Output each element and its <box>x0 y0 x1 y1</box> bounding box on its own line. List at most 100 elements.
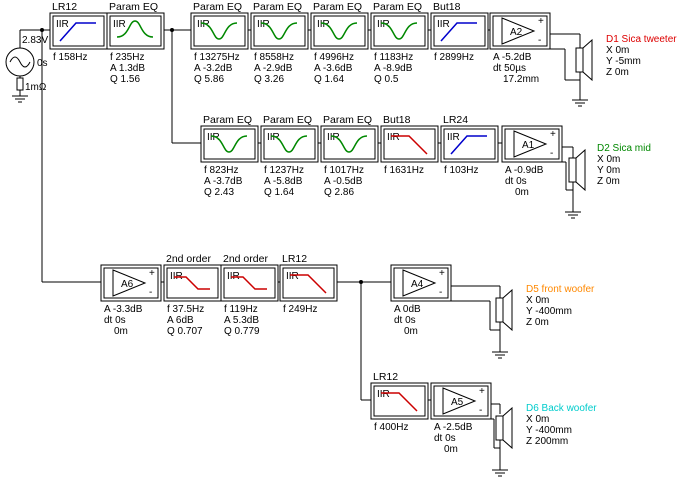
amp-param: 17.2mm <box>503 74 539 85</box>
filter-param: f 400Hz <box>374 422 408 433</box>
filter-param: f 249Hz <box>283 304 317 315</box>
voltage-source[interactable] <box>5 29 42 103</box>
driver-name: D5 front woofer <box>526 284 595 295</box>
filter-title: 2nd order <box>166 253 211 265</box>
filter-type: IIR <box>257 19 270 30</box>
driver-coord: X 0m <box>526 295 549 306</box>
filter-param: f 2899Hz <box>434 52 474 63</box>
filter-type: IIR <box>377 389 390 400</box>
filter-param: A -2.9dB <box>254 63 293 74</box>
filter-param: Q 5.86 <box>194 74 224 85</box>
amp-name: A2 <box>510 27 523 38</box>
filter-title: Param EQ <box>253 1 302 13</box>
filter-param: Q 1.64 <box>314 74 344 85</box>
filter-title: But18 <box>383 114 411 126</box>
response-curve-icon <box>210 135 248 153</box>
filter-type: IIR <box>447 132 460 143</box>
amp-minus: - <box>439 287 442 298</box>
filter-type: IIR <box>197 19 210 30</box>
filter-param: A -0.5dB <box>324 176 363 187</box>
driver-coord: X 0m <box>597 154 620 165</box>
response-curve-icon <box>381 392 418 412</box>
filter-param: A -3.2dB <box>194 63 233 74</box>
driver-name: D1 Sica tweeter <box>606 34 677 45</box>
response-curve-icon <box>440 22 477 42</box>
amp-param: A -5.2dB <box>493 52 532 63</box>
response-curve-icon <box>116 20 154 38</box>
amp-plus: + <box>439 268 445 279</box>
response-curve-icon <box>260 22 298 40</box>
driver-front-woofer-label: D5 front woofer X 0m Y -400mm Z 0m <box>526 284 595 328</box>
filter-param: Q 2.86 <box>324 187 354 198</box>
filter-title: But18 <box>433 1 461 13</box>
filter-param: Q 0.707 <box>167 326 203 337</box>
speaker-icon[interactable] <box>495 406 513 450</box>
filter-param: f 1017Hz <box>324 165 364 176</box>
response-curve-icon <box>200 22 238 40</box>
amp-param: A -3.3dB <box>104 304 143 315</box>
filter-title: 2nd order <box>223 253 268 265</box>
filter-type: IIR <box>437 19 450 30</box>
driver-coord: Z 200mm <box>526 436 568 447</box>
filter-param: A 5.3dB <box>224 315 259 326</box>
driver-coord: X 0m <box>606 45 629 56</box>
filter-param: A -3.7dB <box>204 176 243 187</box>
filter-type: IIR <box>377 19 390 30</box>
amp-plus: + <box>149 268 155 279</box>
filter-type: IIR <box>267 132 280 143</box>
filter-title: Param EQ <box>263 114 312 126</box>
speaker-icon[interactable] <box>495 288 513 332</box>
response-curve-icon <box>391 135 428 155</box>
source-voltage: 2.83V <box>22 35 48 46</box>
filter-param: f 103Hz <box>444 165 478 176</box>
amp-plus: + <box>538 16 544 27</box>
filter-param: f 8558Hz <box>254 52 294 63</box>
response-curve-icon <box>450 135 487 155</box>
driver-mid-label: D2 Sica mid X 0m Y 0m Z 0m <box>597 143 651 187</box>
response-curve-icon <box>59 22 96 42</box>
amp-plus: + <box>550 129 556 140</box>
filter-param: f 1631Hz <box>384 165 424 176</box>
filter-type: IIR <box>207 132 220 143</box>
filter-param: f 13275Hz <box>194 52 240 63</box>
filter-type: IIR <box>317 19 330 30</box>
filter-title: LR12 <box>373 371 398 383</box>
driver-name: D2 Sica mid <box>597 143 651 154</box>
amp-param: 0m <box>114 326 128 337</box>
response-curve-icon <box>174 276 210 290</box>
amp-param: dt 0s <box>394 315 416 326</box>
speaker-icon[interactable] <box>568 148 586 192</box>
speaker-icon[interactable] <box>575 38 593 82</box>
driver-back-woofer-label: D6 Back woofer X 0m Y -400mm Z 200mm <box>526 403 597 447</box>
filter-param: f 37.5Hz <box>167 304 204 315</box>
driver-coord: Y -5mm <box>606 56 641 67</box>
filter-param: Q 0.5 <box>374 74 399 85</box>
amplifier-icon <box>513 130 548 158</box>
driver-coord: Y -400mm <box>526 425 572 436</box>
amp-minus: - <box>149 287 152 298</box>
response-curve-icon <box>290 274 327 294</box>
filter-param: Q 1.64 <box>264 187 294 198</box>
